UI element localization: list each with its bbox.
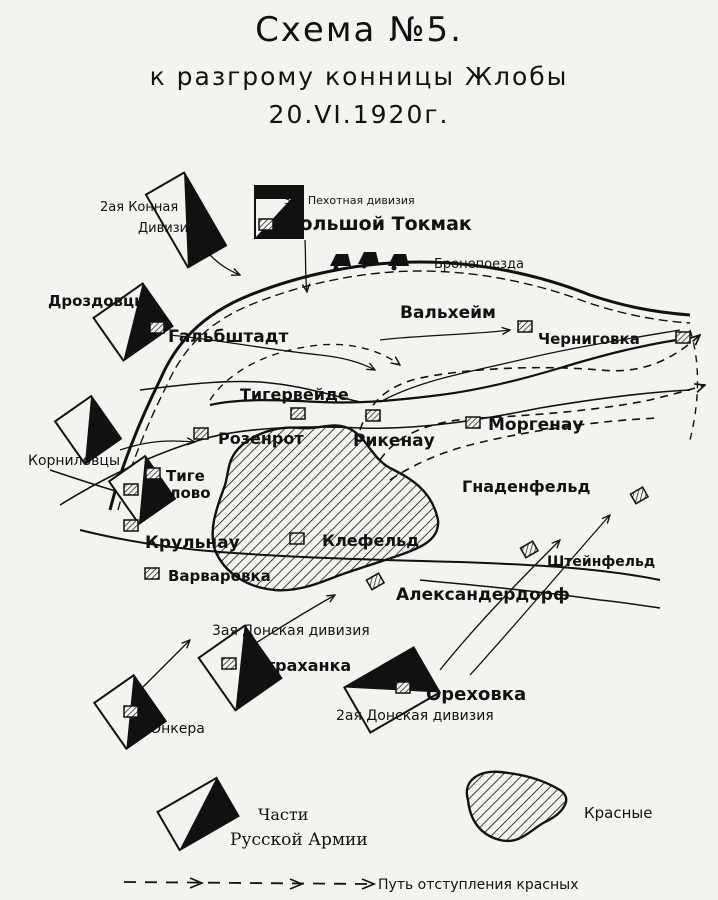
label-drozdovtsy: Дроздовцы	[48, 292, 148, 310]
label-morgenau: Моргенау	[488, 415, 583, 435]
label-chernigovka: Черниговка	[538, 330, 640, 348]
unit-kornilovtsy-symbol	[53, 394, 123, 466]
marker-rikenau	[365, 409, 381, 422]
retreat-route-3	[389, 417, 661, 481]
marker-junkers	[123, 705, 139, 718]
legend-retreat-arrow-3	[361, 878, 377, 890]
label-varvarovka: Варваровка	[168, 567, 271, 585]
retreat-route-1	[359, 335, 700, 431]
label-galbshtadt: Гальбштадт	[168, 327, 288, 347]
marker-orekhovka	[395, 681, 411, 694]
marker-tige	[145, 467, 161, 480]
label-shteinfeld: Штейнфельд	[547, 554, 655, 570]
armored-trains-icon	[330, 252, 409, 271]
unit-don2-symbol	[342, 646, 442, 734]
road-north	[139, 380, 361, 403]
label-cavalry-2-line1: 2ая Конная	[100, 200, 178, 215]
attack-arrow-infantry	[305, 239, 307, 292]
river-line	[209, 336, 691, 407]
label-kornilovtsy: Корниловцы	[28, 453, 120, 469]
label-tigerveide: Тигервейде	[240, 385, 349, 404]
marker-klefeld	[289, 532, 305, 545]
label-gnadenfeld: Гнаденфельд	[462, 477, 590, 496]
label-tige: Тиге	[166, 467, 205, 485]
marker-varvarovka	[144, 567, 160, 580]
attack-arrow-drozdovtsy	[169, 334, 375, 370]
attack-arrow-valkheim	[379, 330, 510, 341]
label-rozenrot: Розенрот	[218, 429, 304, 448]
attack-arrow-cavalry	[209, 254, 240, 275]
marker-chernigovka-east	[675, 331, 691, 344]
label-rikenau: Рикенау	[353, 431, 435, 451]
legend-retreat-arrow-2	[289, 878, 305, 890]
attack-arrow-junkers	[139, 640, 190, 691]
marker-orlovo	[123, 483, 139, 496]
label-armored-trains: Бронепоезда	[434, 257, 524, 272]
unit-cavalry-2-symbol	[144, 171, 228, 269]
marker-morgenau	[465, 416, 481, 429]
red-forces-area	[211, 424, 440, 592]
marker-bolshoy-tokmak	[258, 218, 274, 231]
label-krulnau: Крульнау	[145, 533, 240, 553]
attack-arrow-don2	[439, 540, 560, 671]
marker-chernigovka	[517, 320, 533, 333]
retreat-route-2	[379, 385, 705, 461]
legend-russian-army-symbol	[156, 776, 240, 852]
label-infantry-3: 3ая Пехотная дивизия	[284, 194, 415, 207]
label-don-3: 3ая Донская дивизия	[212, 623, 370, 639]
label-don-2: 2ая Донская дивизия	[336, 708, 494, 724]
marker-astrakhanka	[221, 657, 237, 670]
label-orlovo: Орлово	[146, 484, 211, 502]
label-valkheim: Вальхейм	[400, 303, 496, 323]
marker-rozenrot	[193, 427, 209, 440]
road-northeast	[379, 329, 681, 403]
label-aleksanderdorf: Александердорф	[396, 585, 570, 605]
label-bolshoy-tokmak: Большой Токмак	[285, 213, 472, 235]
marker-galbshtadt	[149, 321, 165, 334]
legend-retreat-arrow-1	[189, 877, 205, 889]
legend-russian-army: Части Русской Армии	[156, 776, 368, 852]
label-junkers: Юнкера	[146, 721, 205, 737]
marker-tigerveide	[290, 407, 306, 420]
retreat-route-5	[689, 329, 699, 441]
legend-reds: Красные	[465, 770, 653, 843]
legend-retreat: Путь отступления красных	[123, 877, 578, 893]
label-cavalry-2-line2: Дивизия	[138, 221, 196, 236]
legend-reds-symbol	[465, 770, 568, 843]
marker-aleksanderdorf	[365, 572, 386, 591]
attack-arrow-kornilovtsy	[119, 441, 195, 451]
retreat-route-4	[209, 343, 400, 401]
settlement-markers	[123, 218, 691, 718]
legend-retreat-label: Путь отступления красных	[378, 877, 578, 893]
road-southeast	[419, 579, 661, 609]
legend-russian-army-line1: Части	[258, 805, 308, 824]
attack-arrow-don2-b	[469, 515, 610, 676]
label-orekhovka: Ореховка	[426, 684, 526, 705]
marker-gnadenfeld	[629, 486, 650, 505]
marker-shteinfeld	[519, 540, 540, 559]
unit-drozdovtsy-symbol	[92, 282, 174, 362]
label-klefeld: Клефельд	[322, 531, 419, 550]
marker-krulnau	[123, 519, 139, 532]
label-astrakhanka: Астраханка	[244, 656, 351, 675]
road-south	[79, 529, 661, 581]
legend-retreat-line	[123, 881, 371, 885]
unit-don3-symbol	[197, 624, 283, 712]
legend-reds-label: Красные	[584, 804, 653, 822]
legend-russian-army-line2: Русской Армии	[230, 830, 368, 850]
